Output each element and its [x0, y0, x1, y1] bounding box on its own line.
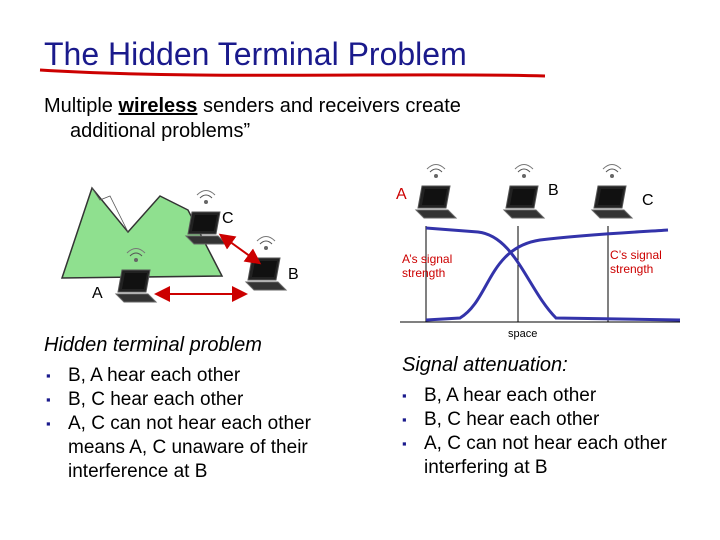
a-signal-line2: strength [402, 266, 446, 280]
a-signal-line1: A’s signal [402, 252, 453, 266]
left-label-b: B [288, 266, 299, 283]
right-label-b: B [548, 182, 559, 199]
a-signal-label: A’s signal strength [402, 252, 452, 280]
slide-title: The Hidden Terminal Problem [44, 36, 467, 72]
c-signal-curve [425, 228, 669, 322]
laptop-icon [591, 164, 633, 219]
right-label-a: A [396, 186, 407, 203]
laptop-icon [185, 190, 227, 245]
bullet-square-icon: ▪ [402, 436, 407, 451]
c-signal-line1: C’s signal [610, 248, 662, 262]
subtitle-prefix: Multiple [44, 95, 119, 117]
signal-attenuation-heading: Signal attenuation: [402, 354, 568, 376]
c-signal-line2: strength [610, 262, 654, 276]
subtitle-rest: senders and receivers create [197, 95, 461, 117]
subtitle-bold: wireless [118, 95, 198, 117]
hidden-terminal-heading: Hidden terminal problem [44, 334, 262, 356]
a-signal-curve [425, 226, 681, 322]
signal-attenuation-bullets: ▪B, A hear each other ▪B, C hear each ot… [400, 384, 716, 480]
hidden-terminal-bullets: ▪B, A hear each other ▪B, C hear each ot… [44, 364, 374, 484]
subtitle: Multiple wireless senders and receivers … [44, 94, 604, 144]
bullet-square-icon: ▪ [46, 368, 51, 383]
laptop-icon [415, 164, 457, 219]
list-item: ▪B, C hear each other [46, 389, 244, 410]
bullet-square-icon: ▪ [46, 392, 51, 407]
list-item: ▪B, A hear each other [402, 385, 597, 406]
left-label-a: A [92, 285, 103, 302]
subtitle-line2: additional problems” [70, 120, 251, 142]
bullet-square-icon: ▪ [402, 412, 407, 427]
bullet-square-icon: ▪ [402, 388, 407, 403]
left-label-c: C [222, 210, 234, 227]
list-item: ▪B, A hear each other [46, 365, 241, 386]
x-axis-label: space [508, 328, 538, 340]
laptop-icon [503, 164, 545, 219]
laptop-icon [245, 236, 287, 291]
list-item: ▪B, C hear each other [402, 409, 600, 430]
bullet-square-icon: ▪ [46, 416, 51, 431]
arrow-b-c [218, 233, 262, 265]
right-label-c: C [642, 192, 654, 209]
c-signal-label: C’s signal strength [610, 248, 662, 276]
